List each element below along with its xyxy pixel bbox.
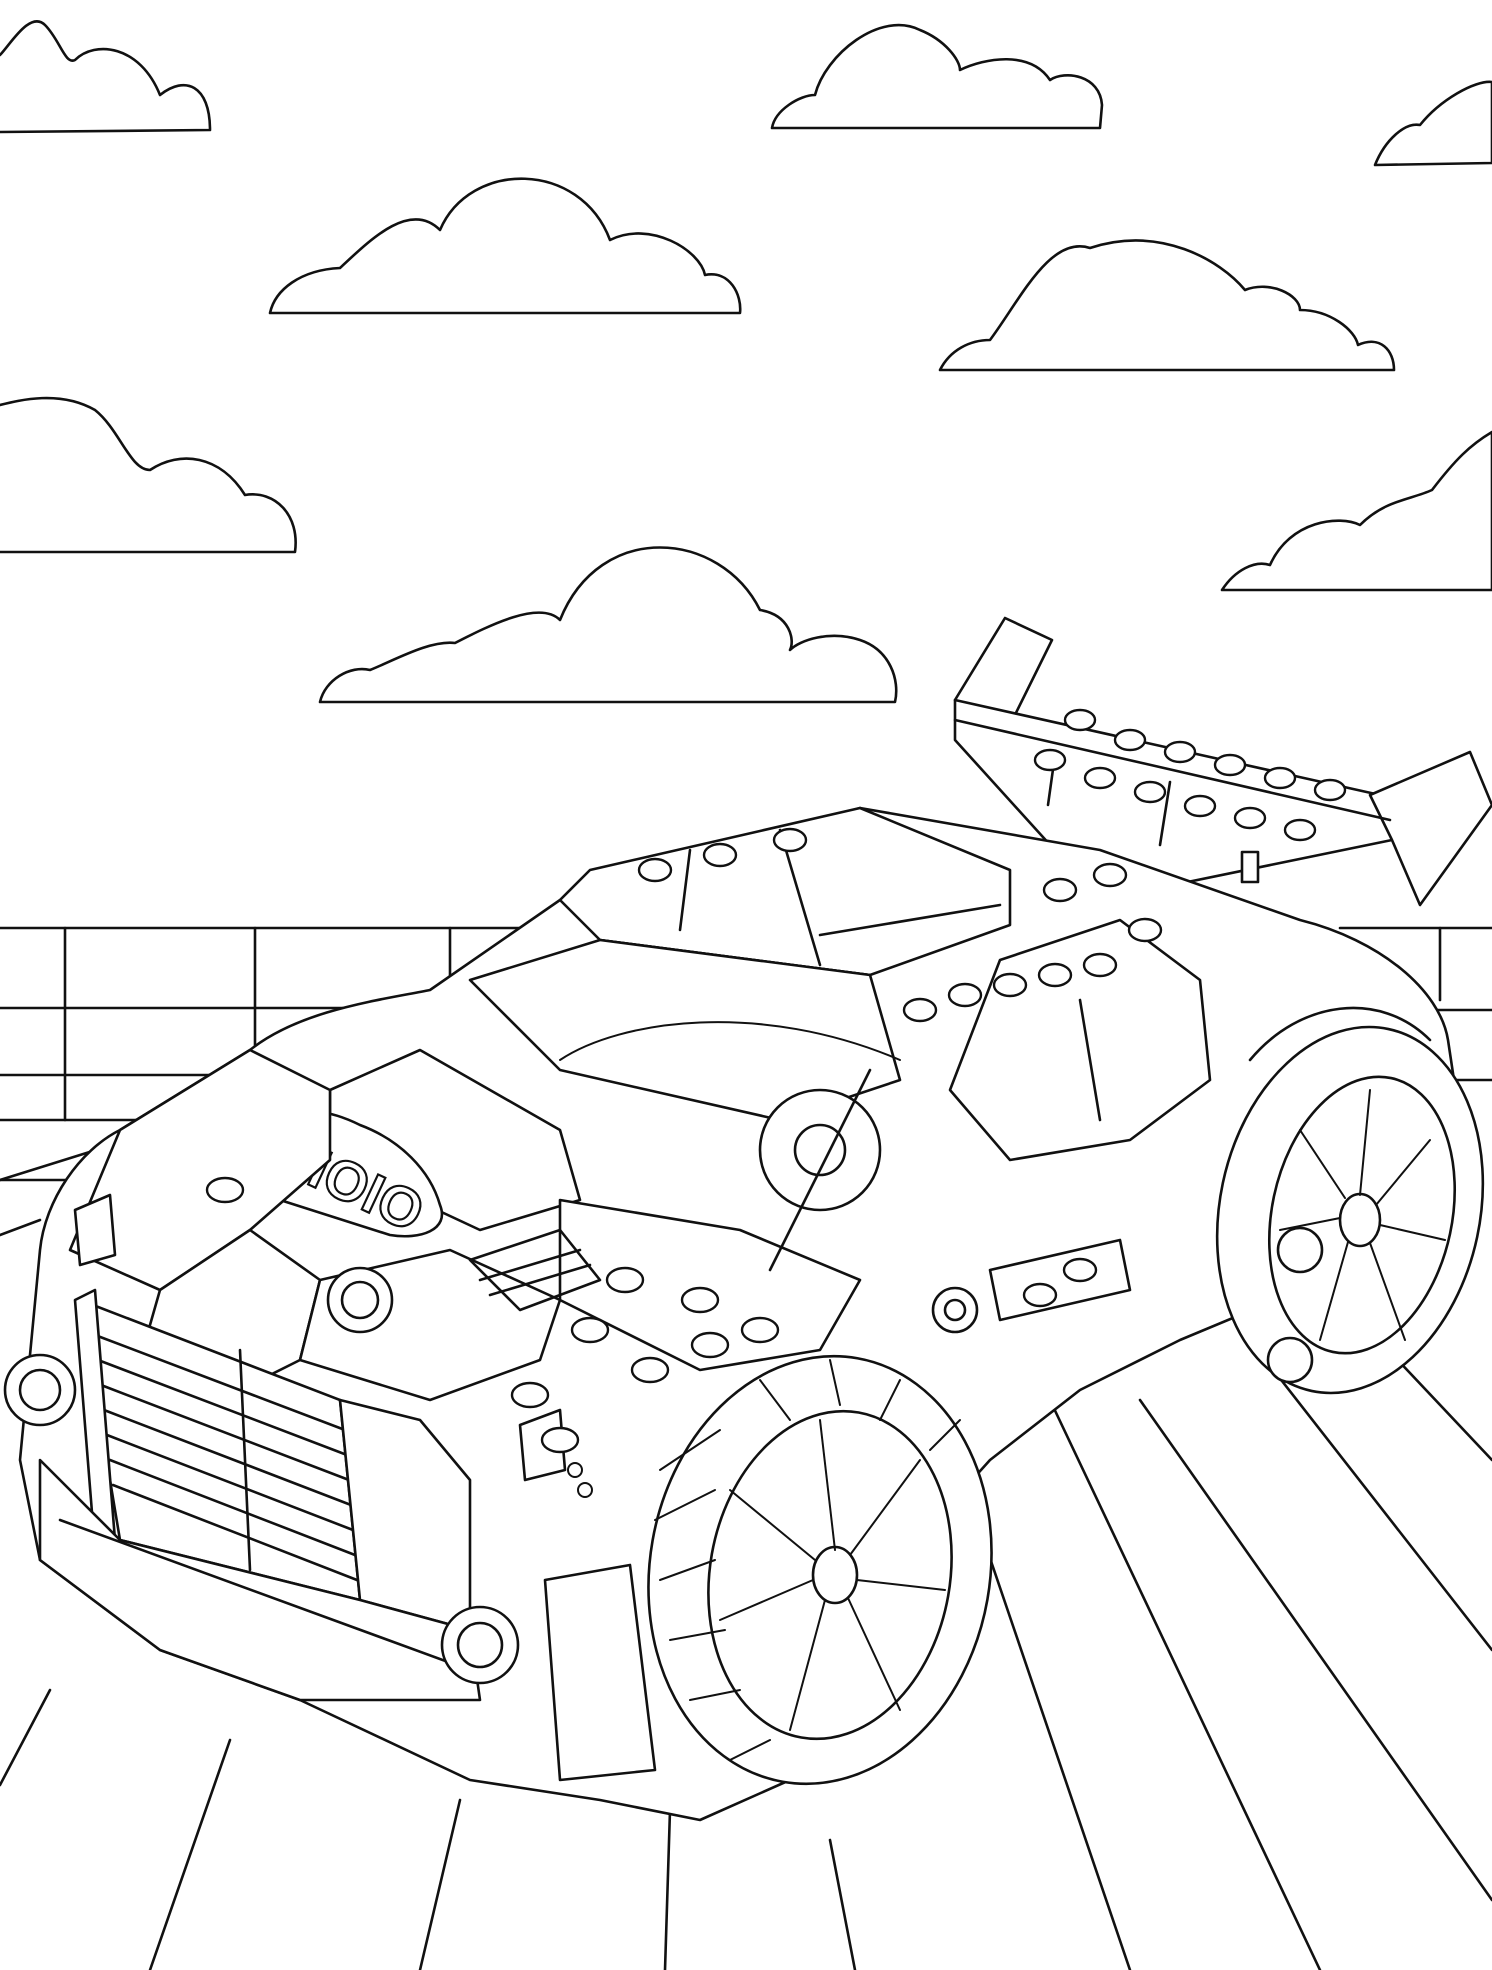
cloud: [270, 179, 740, 313]
front-grille: [75, 1290, 470, 1630]
cloud: [772, 25, 1102, 128]
front-wheel: [615, 1329, 1025, 1812]
cloud: [0, 398, 296, 552]
cloud: [320, 548, 896, 703]
lego-studs: [207, 710, 1345, 1452]
lego-race-car: OIOIO: [5, 618, 1492, 1820]
cloud: [1375, 82, 1492, 165]
cloud: [940, 241, 1394, 370]
rear-wheel: [1184, 1002, 1492, 1418]
cloud: [0, 21, 210, 132]
cloud: [1222, 432, 1492, 590]
sky-clouds: [0, 21, 1492, 702]
